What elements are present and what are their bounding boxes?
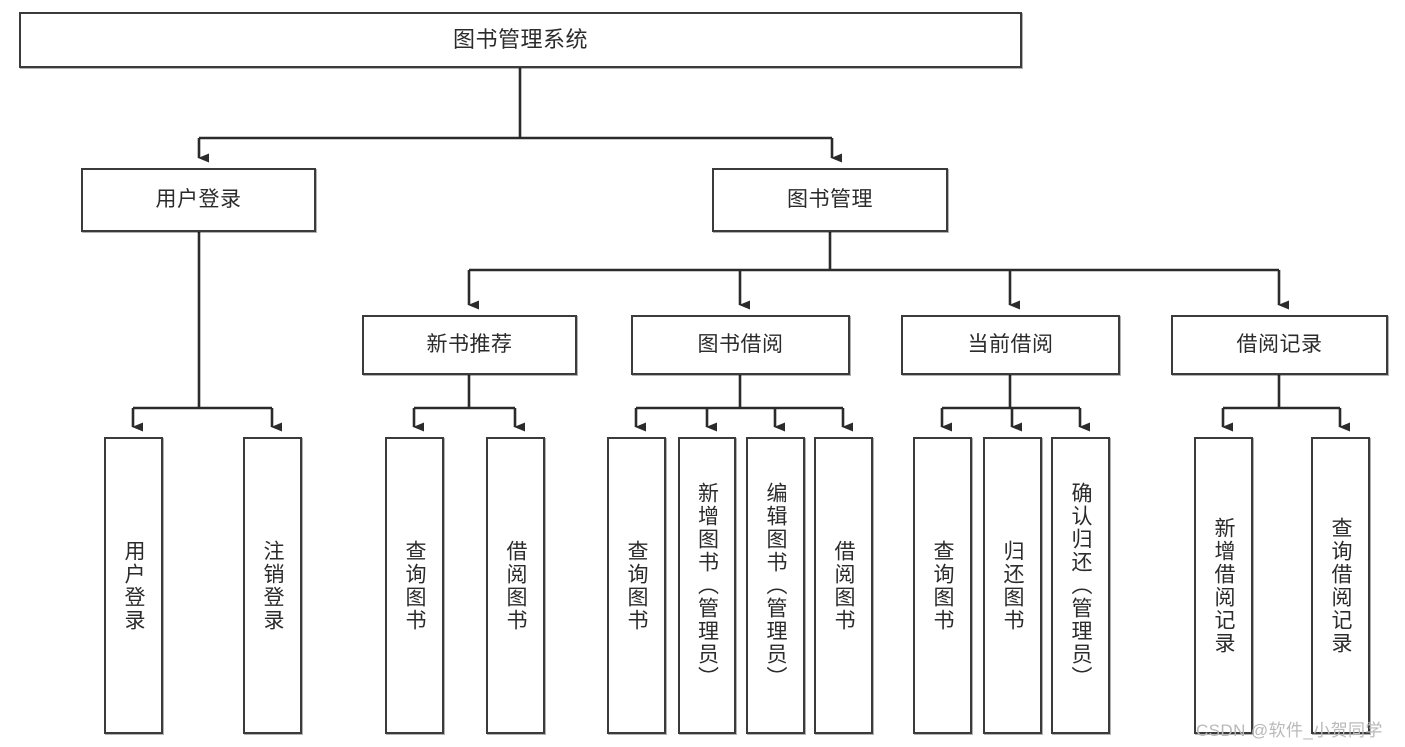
leaf-recommend-query-book[interactable]: 查询图书 — [385, 437, 444, 734]
node-label: 借阅图书 — [832, 539, 855, 632]
leaf-borrow-edit-book-admin[interactable]: 编辑图书（管理员） — [746, 437, 805, 734]
node-root-system[interactable]: 图书管理系统 — [19, 12, 1022, 68]
leaf-recommend-borrow-book[interactable]: 借阅图书 — [486, 437, 545, 734]
node-label: 编辑图书（管理员） — [764, 482, 787, 689]
node-label: 用户登录 — [155, 188, 242, 212]
leaf-user-login-logout[interactable]: 注销登录 — [243, 437, 302, 734]
node-borrow-record[interactable]: 借阅记录 — [1171, 315, 1388, 375]
node-label: 查询图书 — [403, 539, 426, 632]
node-label: 当前借阅 — [967, 333, 1054, 357]
node-label: 归还图书 — [1001, 539, 1024, 632]
node-label: 借阅记录 — [1236, 333, 1323, 357]
leaf-current-return-book[interactable]: 归还图书 — [983, 437, 1042, 734]
leaf-borrow-borrow-book[interactable]: 借阅图书 — [814, 437, 873, 734]
node-current-borrow[interactable]: 当前借阅 — [901, 315, 1120, 375]
node-label: 查询借阅记录 — [1329, 516, 1352, 655]
leaf-current-query-book[interactable]: 查询图书 — [913, 437, 972, 734]
node-user-login[interactable]: 用户登录 — [81, 168, 316, 232]
node-label: 用户登录 — [122, 539, 145, 632]
node-label: 新增图书（管理员） — [695, 482, 719, 689]
node-label: 新增借阅记录 — [1212, 516, 1235, 655]
node-label: 借阅图书 — [504, 539, 527, 632]
leaf-borrow-add-book-admin[interactable]: 新增图书（管理员） — [678, 437, 736, 734]
csdn-watermark: CSDN @软件_小贺同学 — [1196, 721, 1383, 740]
node-label: 图书借阅 — [697, 333, 784, 357]
node-label: 图书管理系统 — [452, 26, 588, 52]
node-label: 图书管理 — [787, 188, 873, 212]
node-label: 注销登录 — [261, 539, 284, 632]
node-label: 查询图书 — [625, 539, 648, 632]
leaf-user-login-login[interactable]: 用户登录 — [104, 437, 163, 734]
node-book-management[interactable]: 图书管理 — [712, 168, 948, 232]
node-label: 新书推荐 — [426, 333, 513, 357]
node-new-book-recommend[interactable]: 新书推荐 — [362, 315, 577, 375]
node-book-borrow[interactable]: 图书借阅 — [631, 315, 850, 375]
node-label: 确认归还（管理员） — [1069, 482, 1092, 689]
node-label: 查询图书 — [931, 539, 954, 632]
leaf-record-query-record[interactable]: 查询借阅记录 — [1311, 437, 1370, 734]
leaf-record-add-record[interactable]: 新增借阅记录 — [1194, 437, 1253, 734]
leaf-current-confirm-return-admin[interactable]: 确认归还（管理员） — [1051, 437, 1110, 734]
leaf-borrow-query-book[interactable]: 查询图书 — [607, 437, 666, 734]
